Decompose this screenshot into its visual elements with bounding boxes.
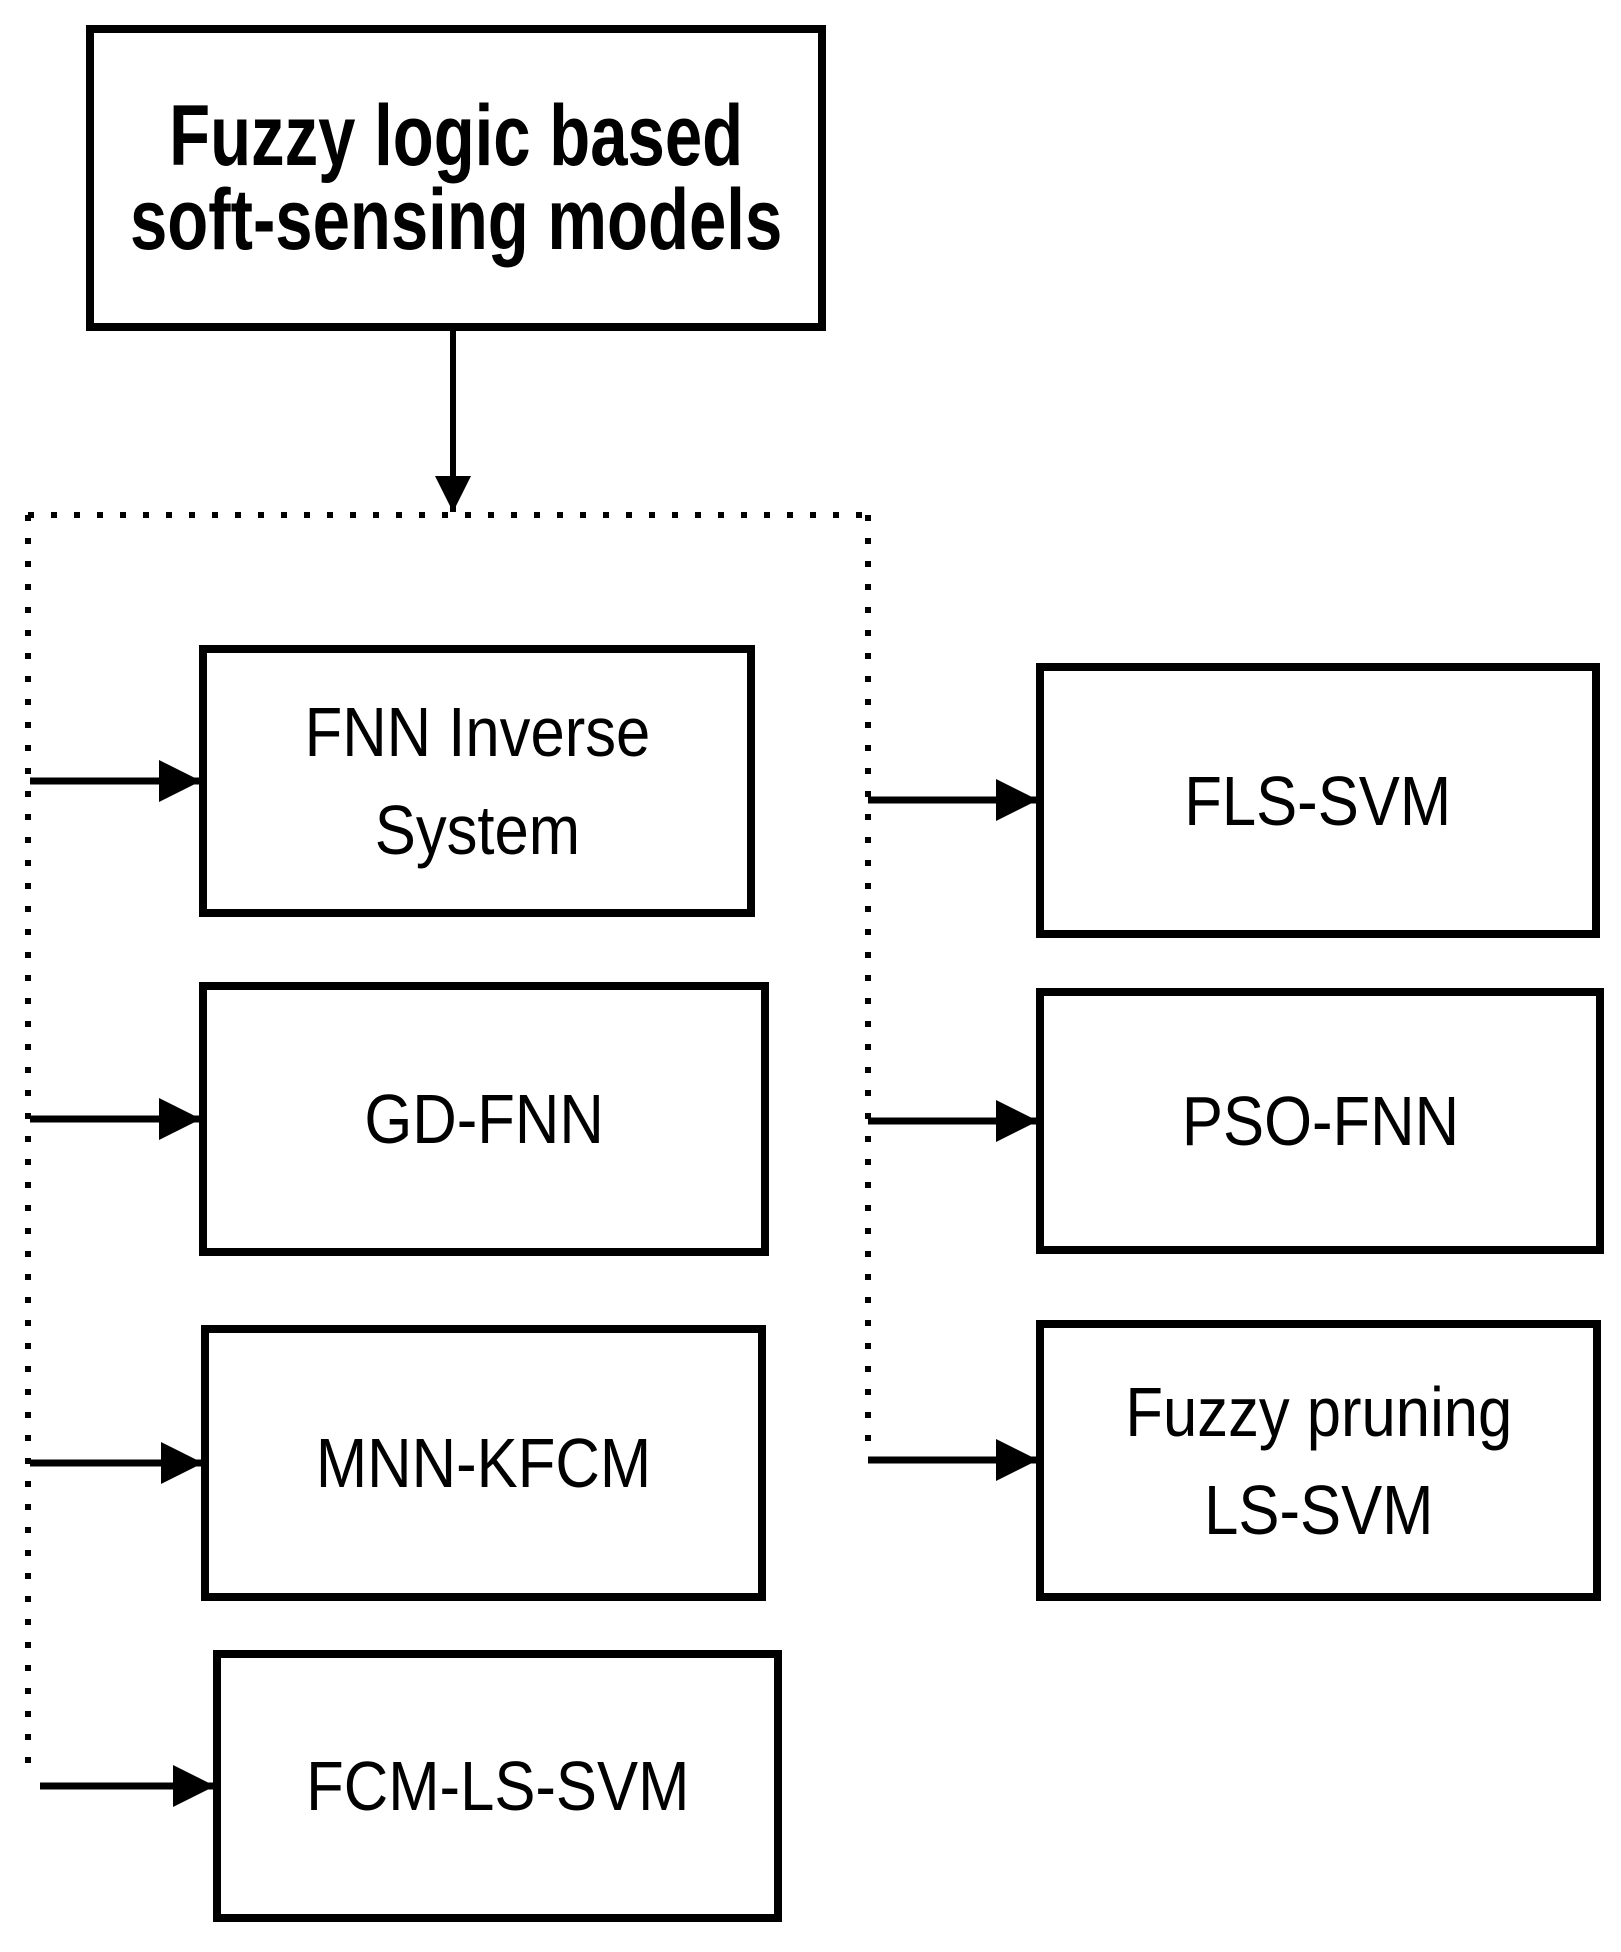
box-mnn-kfcm-label: MNN-KFCM xyxy=(315,1424,652,1502)
box-fcm-ls-svm-label: FCM-LS-SVM xyxy=(305,1747,690,1825)
box-fnn-inverse-system-label: FNN Inverse System xyxy=(304,693,650,869)
box-gd-fnn-label: GD-FNN xyxy=(364,1080,604,1158)
root-box: Fuzzy logic based soft-sensing models xyxy=(86,25,826,331)
root-box-label: Fuzzy logic based soft-sensing models xyxy=(129,87,783,268)
box-fls-svm: FLS-SVM xyxy=(1036,663,1600,938)
box-fuzzy-pruning-ls-svm-label: Fuzzy pruning LS-SVM xyxy=(1125,1372,1512,1549)
box-fcm-ls-svm: FCM-LS-SVM xyxy=(213,1650,782,1922)
box-fuzzy-pruning-ls-svm: Fuzzy pruning LS-SVM xyxy=(1036,1320,1601,1601)
box-fls-svm-label: FLS-SVM xyxy=(1184,761,1452,840)
box-fnn-inverse-system: FNN Inverse System xyxy=(199,645,755,917)
box-pso-fnn: PSO-FNN xyxy=(1036,988,1604,1254)
box-gd-fnn: GD-FNN xyxy=(199,982,769,1256)
box-pso-fnn-label: PSO-FNN xyxy=(1181,1082,1459,1160)
box-mnn-kfcm: MNN-KFCM xyxy=(201,1325,766,1601)
